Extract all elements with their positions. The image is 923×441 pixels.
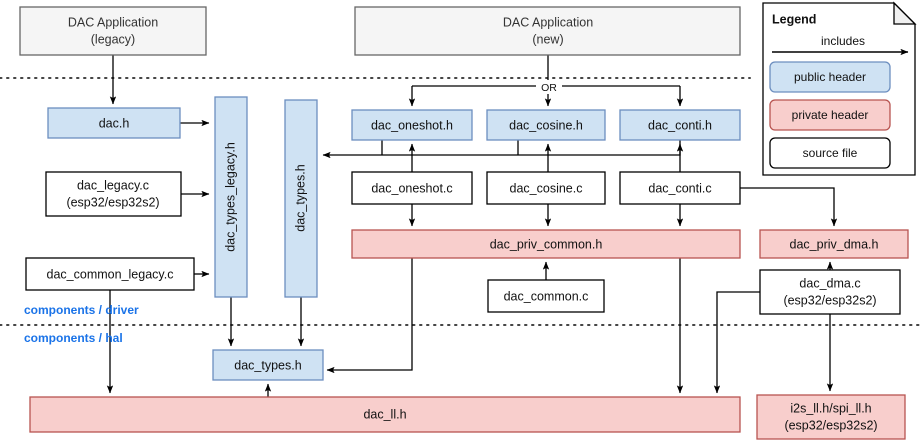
node-dac-types-h-lower-label: dac_types.h [234, 358, 301, 372]
node-dac-conti-c-label: dac_conti.c [648, 181, 711, 195]
app-new-line1: DAC Application [503, 15, 593, 29]
node-dac-conti-h: dac_conti.h [619, 109, 741, 141]
node-i2s-ll-spi-ll-h-label: i2s_ll.h/spi_ll.h [790, 401, 871, 415]
node-dac-priv-dma-h-label: dac_priv_dma.h [790, 237, 879, 251]
node-dac-dma-c-label: dac_dma.c [799, 276, 860, 290]
edge-public-headers-bus [322, 140, 681, 159]
node-dac-types-legacy-h: dac_types_legacy.h [214, 96, 248, 298]
node-dac-h-label: dac.h [99, 116, 130, 130]
node-dac-oneshot-h-label: dac_oneshot.h [371, 118, 453, 132]
node-dac-conti-h-label: dac_conti.h [648, 118, 712, 132]
legend-private-header: private header [769, 99, 891, 131]
legend-source-file-label: source file [803, 146, 858, 160]
node-dac-types-h-upper: dac_types.h [284, 99, 318, 298]
legend-public-header-label: public header [794, 70, 866, 84]
node-i2s-ll-spi-ll-h-sublabel: (esp32/esp32s2) [784, 418, 877, 432]
legend-public-header: public header [769, 61, 891, 93]
node-dac-legacy-c-sublabel: (esp32/esp32s2) [66, 195, 159, 209]
node-dac-dma-c: dac_dma.c (esp32/esp32s2) [759, 269, 901, 315]
or-label: OR [541, 82, 557, 94]
node-dac-common-legacy-c-label: dac_common_legacy.c [47, 267, 174, 281]
node-dac-ll-h-label: dac_ll.h [363, 407, 406, 421]
node-dac-priv-common-h-label: dac_priv_common.h [490, 237, 603, 251]
node-dac-h: dac.h [47, 107, 181, 139]
node-dac-cosine-h: dac_cosine.h [486, 109, 606, 141]
app-new-node: DAC Application (new) [354, 6, 741, 56]
node-dac-priv-dma-h: dac_priv_dma.h [759, 229, 909, 259]
application-boxes: DAC Application (legacy) DAC Application… [19, 6, 741, 56]
node-dac-ll-h: dac_ll.h [29, 396, 741, 433]
app-legacy-line2: (legacy) [91, 32, 135, 46]
node-dac-types-h-lower: dac_types.h [212, 349, 324, 381]
node-dac-legacy-c-label: dac_legacy.c [77, 178, 149, 192]
legend-title: Legend [772, 12, 816, 26]
node-dac-oneshot-h: dac_oneshot.h [351, 109, 473, 141]
edge-priv-common-to-types-lower [326, 258, 413, 374]
node-dac-oneshot-c-label: dac_oneshot.c [371, 181, 452, 195]
node-dac-priv-common-h: dac_priv_common.h [351, 229, 741, 259]
node-dac-types-legacy-h-label: dac_types_legacy.h [223, 142, 237, 252]
node-dac-cosine-h-label: dac_cosine.h [509, 118, 583, 132]
legend-fold-corner-icon [893, 1, 917, 25]
private-header-boxes: dac_priv_common.h dac_priv_dma.h dac_ll.… [29, 229, 909, 440]
node-dac-legacy-c: dac_legacy.c (esp32/esp32s2) [45, 171, 182, 217]
app-legacy-line1: DAC Application [68, 15, 158, 29]
or-label-group: OR [536, 80, 562, 94]
edge-conti-c-to-priv-dma [740, 187, 838, 227]
legend-source-file: source file [769, 137, 891, 169]
node-dac-oneshot-c: dac_oneshot.c [351, 171, 473, 205]
node-dac-cosine-c: dac_cosine.c [486, 171, 606, 205]
node-dac-conti-c: dac_conti.c [619, 171, 741, 205]
node-dac-common-c: dac_common.c [487, 279, 605, 313]
app-legacy-node: DAC Application (legacy) [19, 6, 207, 56]
node-dac-common-legacy-c: dac_common_legacy.c [25, 257, 195, 291]
zone-labels: components / driver components / hal [24, 303, 139, 345]
public-header-boxes: dac.h dac_types_legacy.h dac_types.h dac… [47, 96, 741, 381]
legend-panel: Legend includes public header private he… [762, 1, 917, 176]
legend-private-header-label: private header [792, 108, 869, 122]
node-dac-cosine-c-label: dac_cosine.c [510, 181, 583, 195]
node-dac-dma-c-sublabel: (esp32/esp32s2) [783, 293, 876, 307]
node-i2s-ll-spi-ll-h: i2s_ll.h/spi_ll.h (esp32/esp32s2) [756, 394, 906, 440]
zone-label-driver: components / driver [24, 303, 139, 317]
legend-includes-label: includes [821, 34, 865, 48]
node-dac-types-h-upper-label: dac_types.h [293, 164, 307, 231]
zone-label-hal: components / hal [24, 331, 123, 345]
node-dac-common-c-label: dac_common.c [504, 289, 589, 303]
app-new-line2: (new) [532, 32, 563, 46]
source-file-boxes: dac_legacy.c (esp32/esp32s2) dac_common_… [25, 171, 901, 315]
edge-dac-dma-c-to-dac-ll [713, 291, 760, 394]
